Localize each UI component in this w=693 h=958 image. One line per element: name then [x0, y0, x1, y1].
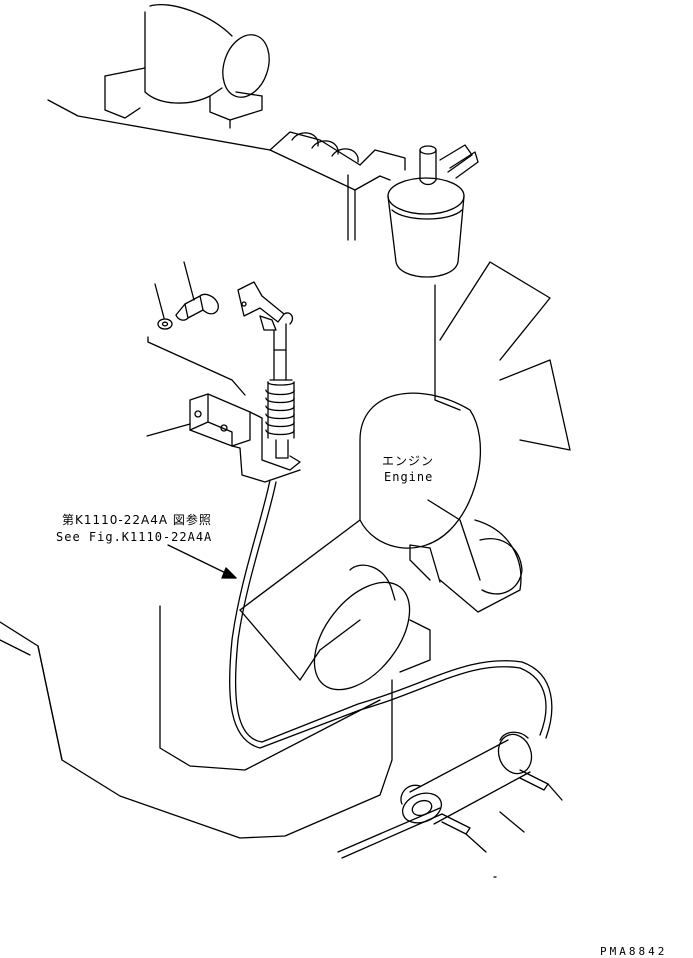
intake-manifold — [269, 131, 406, 241]
mounting-bracket — [146, 393, 301, 483]
bolt — [175, 261, 219, 321]
lower-elbow-pipe — [239, 519, 431, 691]
engine-hub — [359, 392, 482, 549]
engine-block — [0, 99, 393, 839]
engine-label-en: Engine — [384, 470, 434, 484]
reference-label-en: See Fig.K1110-22A4A — [56, 530, 213, 544]
throttle-lever — [147, 281, 294, 396]
spring-damper — [265, 381, 295, 459]
reference-label-jp: 第K1110-22A4A 図参照 — [62, 513, 212, 527]
top-elbow-pipe — [104, 4, 270, 129]
cable-holder-cylinder — [337, 731, 549, 859]
leader-lines — [465, 783, 563, 878]
drawing-number: PMA8842 — [600, 945, 668, 958]
reference-arrow — [167, 544, 237, 579]
control-cable — [228, 479, 553, 749]
washer — [154, 283, 173, 330]
fan-assembly — [409, 261, 571, 613]
engine-label-jp: エンジン — [382, 454, 435, 468]
fuel-filter — [387, 144, 479, 278]
